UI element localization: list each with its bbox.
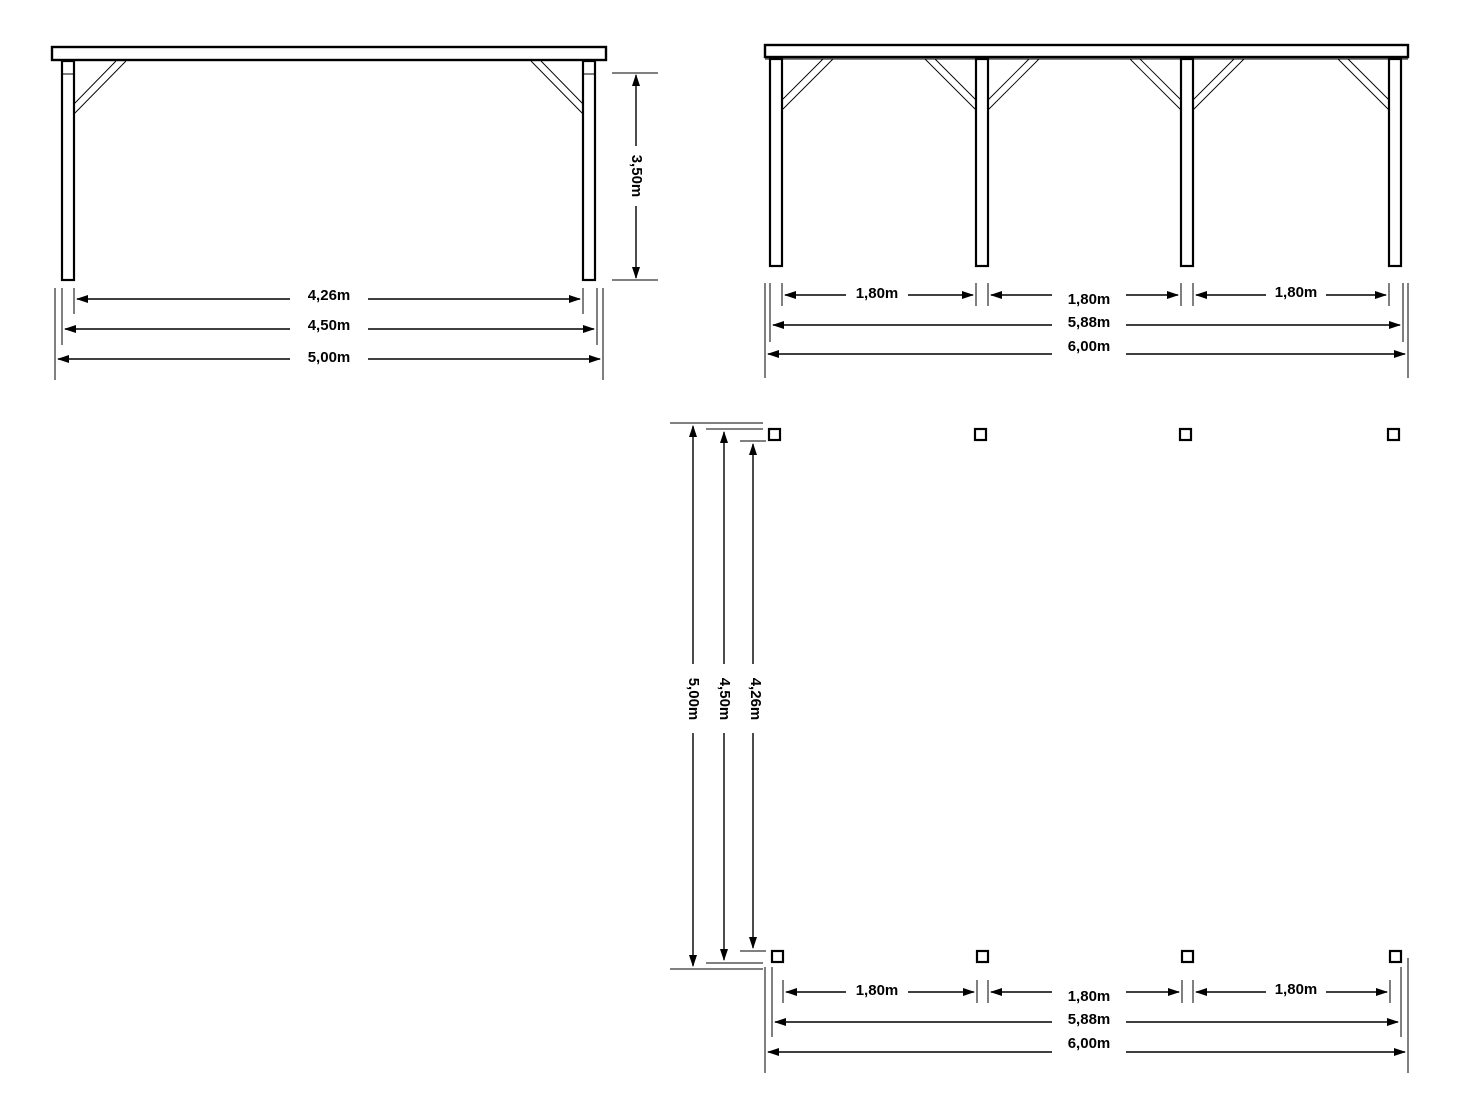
side-post-left <box>60 59 76 282</box>
side-post-width-label: 4,50m <box>308 317 351 334</box>
plan-span-3-label: 1,80m <box>1275 981 1318 998</box>
front-braces <box>781 58 1390 111</box>
front-span-2-label: 1,80m <box>1068 291 1111 308</box>
front-post-2 <box>974 57 990 268</box>
front-dimension-extensions <box>764 283 1409 378</box>
side-brace-right <box>530 60 584 115</box>
plan-post-bottom-4 <box>1388 949 1403 964</box>
plan-depth-posts-label: 4,50m <box>716 678 733 721</box>
front-roof-beam <box>763 43 1410 59</box>
plan-view: 5,00m 4,50m 4,26m 1,80m 1,80m <box>670 422 1409 1073</box>
side-roof-width-label: 5,00m <box>308 349 351 366</box>
front-post-4 <box>1387 57 1403 268</box>
side-height-dimension: 3,50m <box>612 72 658 281</box>
plan-depth-dimensions: 5,00m 4,50m 4,26m <box>670 422 766 970</box>
side-brace-left <box>73 60 127 115</box>
side-inner-width-label: 4,26m <box>308 287 351 304</box>
plan-post-bottom-3 <box>1180 949 1195 964</box>
side-post-right <box>581 59 597 282</box>
front-post-3 <box>1179 57 1195 268</box>
front-span-1-label: 1,80m <box>856 285 899 302</box>
plan-post-top-3 <box>1178 427 1193 442</box>
side-height-label: 3,50m <box>628 155 645 198</box>
plan-depth-roof-label: 5,00m <box>685 678 702 721</box>
plan-roof-length-label: 6,00m <box>1068 1035 1111 1052</box>
plan-depth-inner-label: 4,26m <box>747 678 764 721</box>
front-post-1 <box>768 57 784 268</box>
plan-length-dimensions: 1,80m 1,80m 1,80m 5,88m 6,00m <box>764 958 1409 1073</box>
plan-post-length-label: 5,88m <box>1068 1011 1111 1028</box>
side-width-dimensions: 4,26m 4,50m 5,00m <box>54 287 604 380</box>
front-post-length-label: 5,88m <box>1068 314 1111 331</box>
front-span-3-label: 1,80m <box>1275 284 1318 301</box>
side-roof-beam <box>50 45 608 62</box>
plan-post-top-4 <box>1386 427 1401 442</box>
plan-post-bottom-2 <box>975 949 990 964</box>
plan-span-1-label: 1,80m <box>856 982 899 999</box>
plan-post-top-1 <box>767 427 782 442</box>
plan-post-top-2 <box>973 427 988 442</box>
front-roof-length-label: 6,00m <box>1068 338 1111 355</box>
side-view: 3,50m 4,26m 4,50m 5,00m <box>50 45 658 380</box>
plan-post-bottom-1 <box>770 949 785 964</box>
plan-span-2-label: 1,80m <box>1068 988 1111 1005</box>
front-view: 1,80m 1,80m 1,80m 5,88m 6,00m <box>763 43 1410 378</box>
